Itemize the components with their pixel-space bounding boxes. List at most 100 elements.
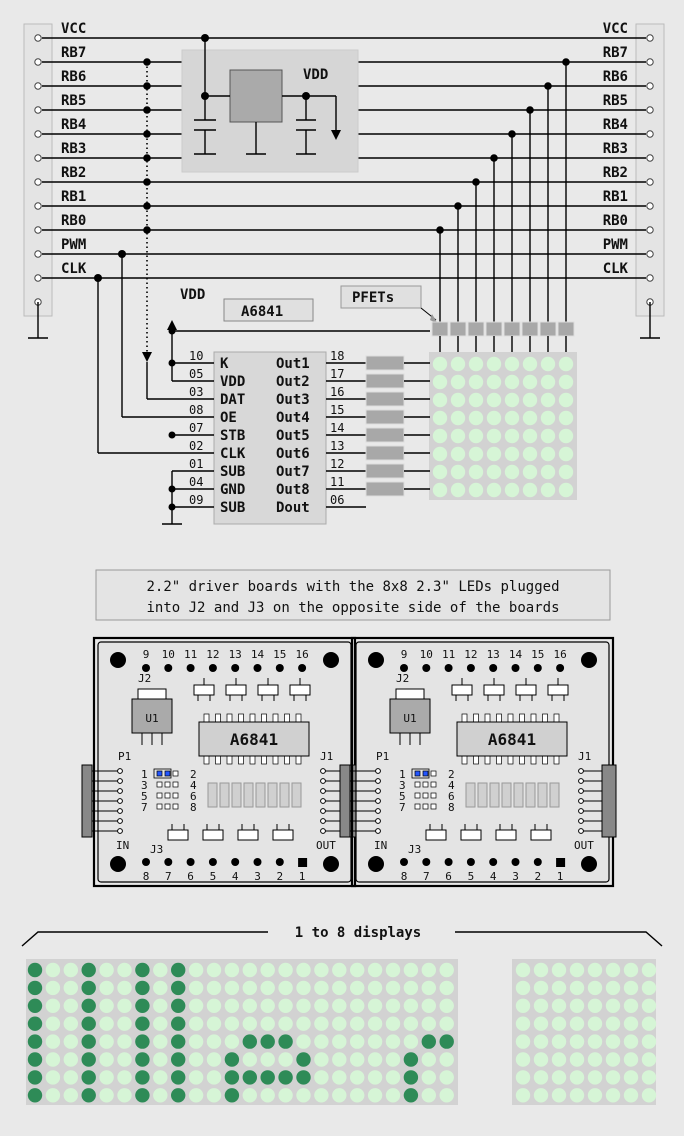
display-led	[278, 980, 293, 996]
bus-label-right: RB7	[603, 45, 628, 61]
connector-pin	[646, 82, 654, 90]
connector-pin	[34, 178, 42, 186]
regulator-vdd-label: VDD	[303, 67, 328, 83]
display-led	[367, 1088, 383, 1103]
board-pin-label: 2	[276, 870, 283, 883]
matrix-led	[450, 446, 466, 462]
regulator-capacitors	[194, 119, 316, 131]
display-led	[605, 980, 621, 996]
matrix-led	[540, 428, 556, 444]
display-led	[551, 998, 567, 1013]
display-led	[135, 998, 150, 1013]
display-led	[27, 1070, 43, 1085]
matrix-led	[468, 410, 484, 426]
connector-pin	[646, 58, 654, 66]
display-led	[171, 1016, 186, 1031]
connector-pin	[646, 106, 654, 114]
display-led	[439, 998, 454, 1013]
display-led	[27, 1088, 43, 1103]
junction-node	[508, 130, 516, 138]
display-led	[350, 962, 365, 978]
display-led	[296, 962, 311, 978]
display-led	[569, 1034, 585, 1049]
display-led	[63, 962, 78, 978]
chip-pin-number: 04	[189, 475, 203, 489]
j1-label: J1	[320, 750, 333, 763]
display-led	[242, 1052, 257, 1067]
matrix-led	[522, 428, 538, 444]
display-led	[332, 1016, 347, 1031]
display-led	[260, 1016, 275, 1031]
mounting-hole	[368, 856, 384, 872]
display-led	[421, 1070, 436, 1085]
display-led	[551, 1088, 567, 1103]
display-led	[45, 998, 61, 1013]
display-led	[296, 1034, 311, 1049]
junction-node	[526, 106, 534, 114]
bus-label-left: CLK	[61, 261, 87, 277]
display-led	[117, 1052, 132, 1067]
display-led	[63, 980, 78, 996]
display-led	[171, 1070, 186, 1085]
connector-pin	[34, 202, 42, 210]
chip-pin-name: CLK	[220, 446, 246, 462]
display-led	[587, 1052, 603, 1067]
display-led	[188, 998, 204, 1013]
board-pin-label: 6	[187, 870, 194, 883]
chip-pin-number: 12	[330, 457, 344, 471]
connector-pin	[646, 178, 654, 186]
matrix-led	[450, 356, 466, 372]
display-led	[515, 1034, 531, 1049]
display-led	[27, 1034, 43, 1049]
matrix-led	[504, 428, 520, 444]
display-led	[641, 1034, 657, 1049]
bus-label-left: RB4	[61, 117, 86, 133]
display-led	[350, 998, 365, 1013]
p1-connector	[81, 764, 93, 838]
display-led	[623, 962, 639, 978]
selector-number: 8	[190, 801, 197, 814]
display-led	[314, 998, 329, 1013]
display-chain	[26, 959, 458, 1105]
display-led	[63, 1034, 78, 1049]
display-led	[587, 1088, 603, 1103]
board-pin-label: 12	[206, 648, 219, 661]
display-led	[605, 1016, 621, 1031]
display-led	[350, 1016, 365, 1031]
display-led	[623, 1016, 639, 1031]
display-led	[605, 962, 621, 978]
junction-node	[490, 154, 498, 162]
display-led	[27, 980, 43, 996]
display-led	[117, 1016, 132, 1031]
chip-pin-name: OE	[220, 410, 237, 426]
chip-pin-number: 03	[189, 385, 203, 399]
display-led	[551, 1052, 567, 1067]
selector-number: 2	[448, 768, 455, 781]
left-connector	[23, 23, 53, 317]
display-led	[99, 1070, 114, 1085]
display-led	[135, 1034, 150, 1049]
board-pin-label: 2	[534, 870, 541, 883]
matrix-led	[558, 446, 574, 462]
display-led	[278, 998, 293, 1013]
connector-pin	[34, 34, 42, 42]
chip-pin-number: 10	[189, 349, 203, 363]
display-led	[171, 1034, 186, 1049]
selector-number: 5	[141, 790, 148, 803]
board-pin-label: 16	[295, 648, 308, 661]
matrix-led	[540, 446, 556, 462]
displays-bracket	[21, 931, 663, 947]
display-led	[117, 1070, 132, 1085]
pfets-label: PFETs	[352, 290, 394, 306]
board-chip-label: A6841	[230, 730, 278, 749]
right-connector	[635, 23, 665, 317]
matrix-led	[432, 464, 448, 480]
matrix-led	[504, 374, 520, 390]
chip-pin-number: 14	[330, 421, 344, 435]
mounting-hole	[323, 856, 339, 872]
display-led	[332, 980, 347, 996]
matrix-led	[432, 482, 448, 498]
